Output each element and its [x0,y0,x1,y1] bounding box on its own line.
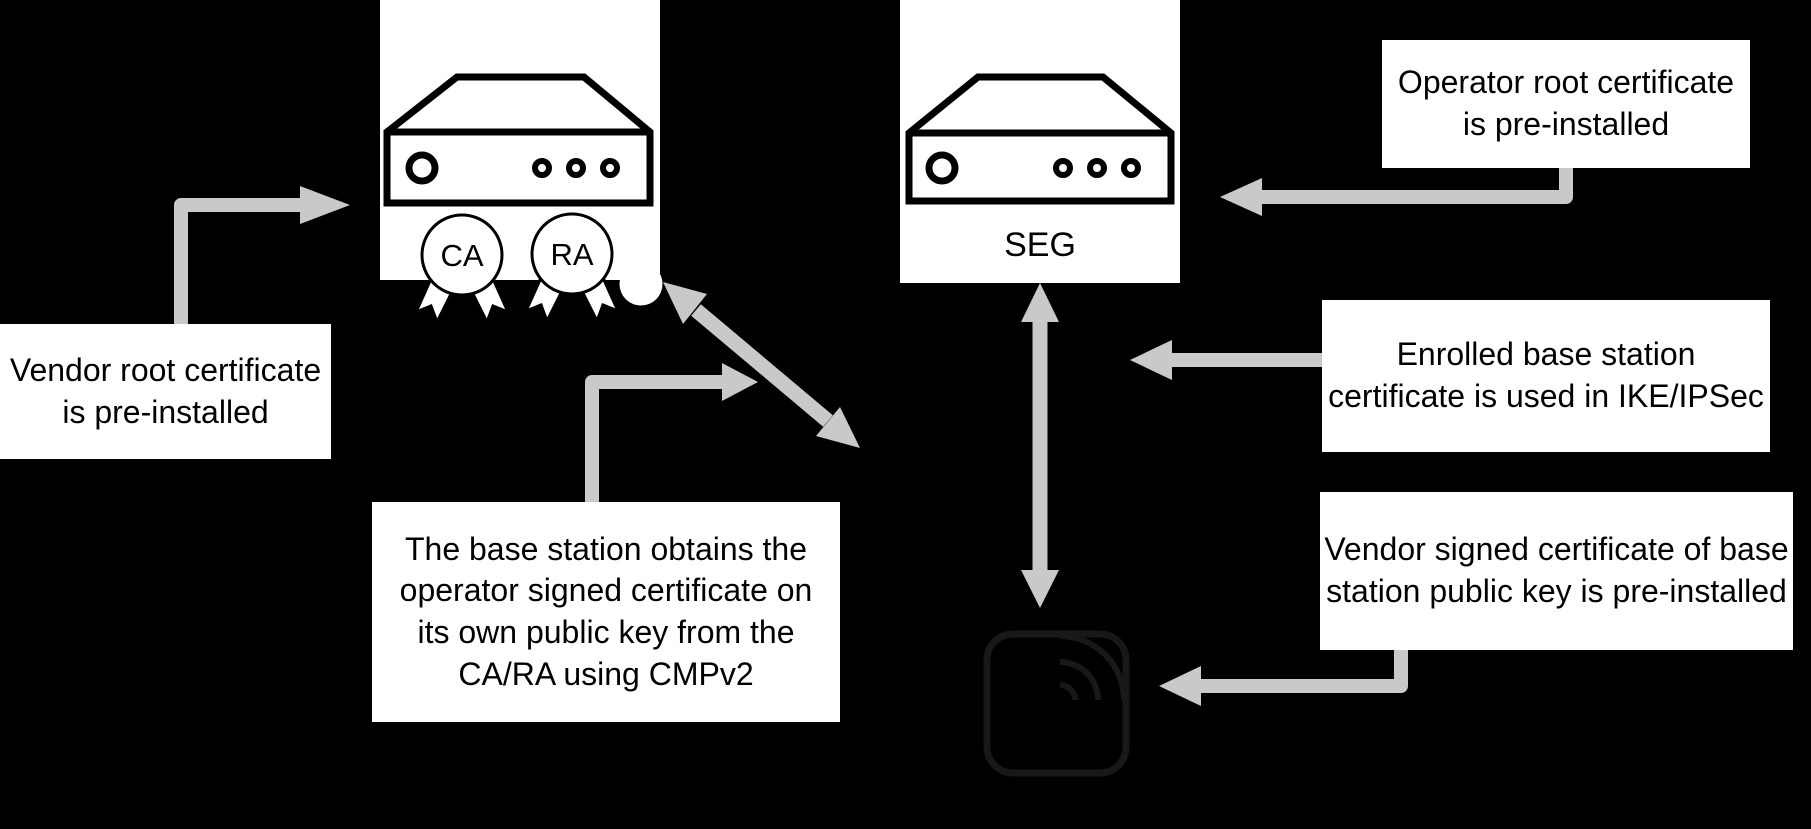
callout-operator-root: Operator root certificate is pre-install… [1382,40,1750,168]
callout-vendor-signed: Vendor signed certificate of base statio… [1320,492,1793,650]
ra-seal-icon [530,212,614,296]
ra-badge-label: RA [550,237,593,272]
arrow-operator-root-to-seg [1262,168,1573,204]
arrow-cmpv2-note-to-link [585,375,722,502]
server-leds [532,158,620,178]
base-station-signal-icon [983,630,1130,777]
server-chassis [905,73,1175,205]
callout-cmpv2: The base station obtains the operator si… [372,502,840,722]
ca-ra-server-panel: CA RA [380,0,663,326]
server-leds [1053,158,1141,178]
server-chassis [383,73,654,207]
ca-seal-icon [420,213,504,297]
arrow-vendor-signed-to-base-station [1201,650,1408,693]
callout-enrolled-cert: Enrolled base station certificate is use… [1322,300,1770,452]
arrow-ca-ra-to-base-station-shaft [691,304,833,427]
server-icon [905,73,1175,205]
seg-server-panel [900,0,1180,283]
certificate-seals: CA RA [420,212,614,297]
hidden-seal-edge [619,262,663,306]
signal-arcs [1059,633,1127,701]
arrow-vendor-root-to-ca-ra [174,198,300,324]
ca-badge-label: CA [440,238,483,273]
server-icon: CA RA [383,73,663,326]
arrowheads [300,178,1262,706]
seg-label: SEG [1004,226,1076,264]
callout-vendor-root: Vendor root certificate is pre-installed [0,324,331,459]
